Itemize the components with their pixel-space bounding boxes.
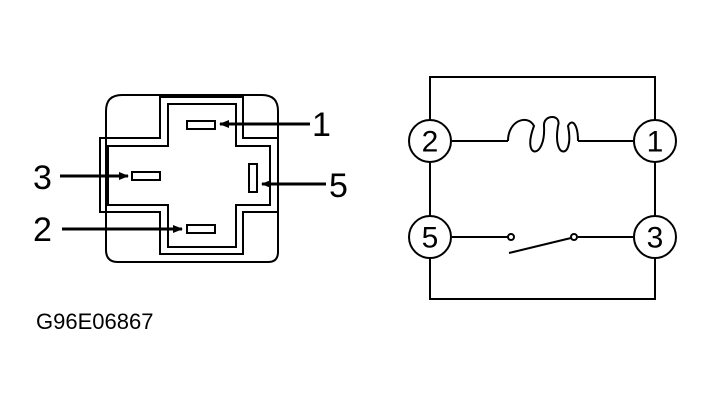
connector-key-outline-outer bbox=[99, 96, 279, 255]
relay-schematic bbox=[408, 76, 677, 300]
connector-key-outline-inner bbox=[107, 103, 271, 248]
pin-slot-5 bbox=[248, 163, 258, 193]
terminal-label-3: 3 bbox=[647, 222, 664, 255]
callout-label-2: 2 bbox=[33, 211, 52, 249]
callout-label-5: 5 bbox=[329, 167, 348, 205]
terminal-label-2: 2 bbox=[422, 126, 439, 159]
switch-blade-icon bbox=[508, 237, 572, 254]
switch-contact-right bbox=[570, 233, 578, 241]
terminal-label-5: 5 bbox=[422, 222, 439, 255]
terminal-circle-5 bbox=[408, 215, 452, 259]
figure-code: G96E06867 bbox=[36, 309, 153, 334]
schematic-frame bbox=[429, 76, 656, 300]
switch-contact-left bbox=[507, 233, 515, 241]
pin-slot-2 bbox=[186, 224, 216, 234]
terminal-circle-2 bbox=[408, 119, 452, 163]
callout-label-3: 3 bbox=[33, 159, 52, 197]
callout-label-1: 1 bbox=[312, 106, 331, 144]
pin-slot-1 bbox=[186, 120, 216, 130]
connector-housing-outline bbox=[105, 94, 279, 263]
relay-coil-icon bbox=[507, 116, 579, 153]
pin-slot-3 bbox=[131, 171, 161, 181]
terminal-circle-1 bbox=[633, 119, 677, 163]
relay-connector bbox=[99, 94, 279, 263]
terminal-label-1: 1 bbox=[647, 126, 664, 159]
terminal-circle-3 bbox=[633, 215, 677, 259]
